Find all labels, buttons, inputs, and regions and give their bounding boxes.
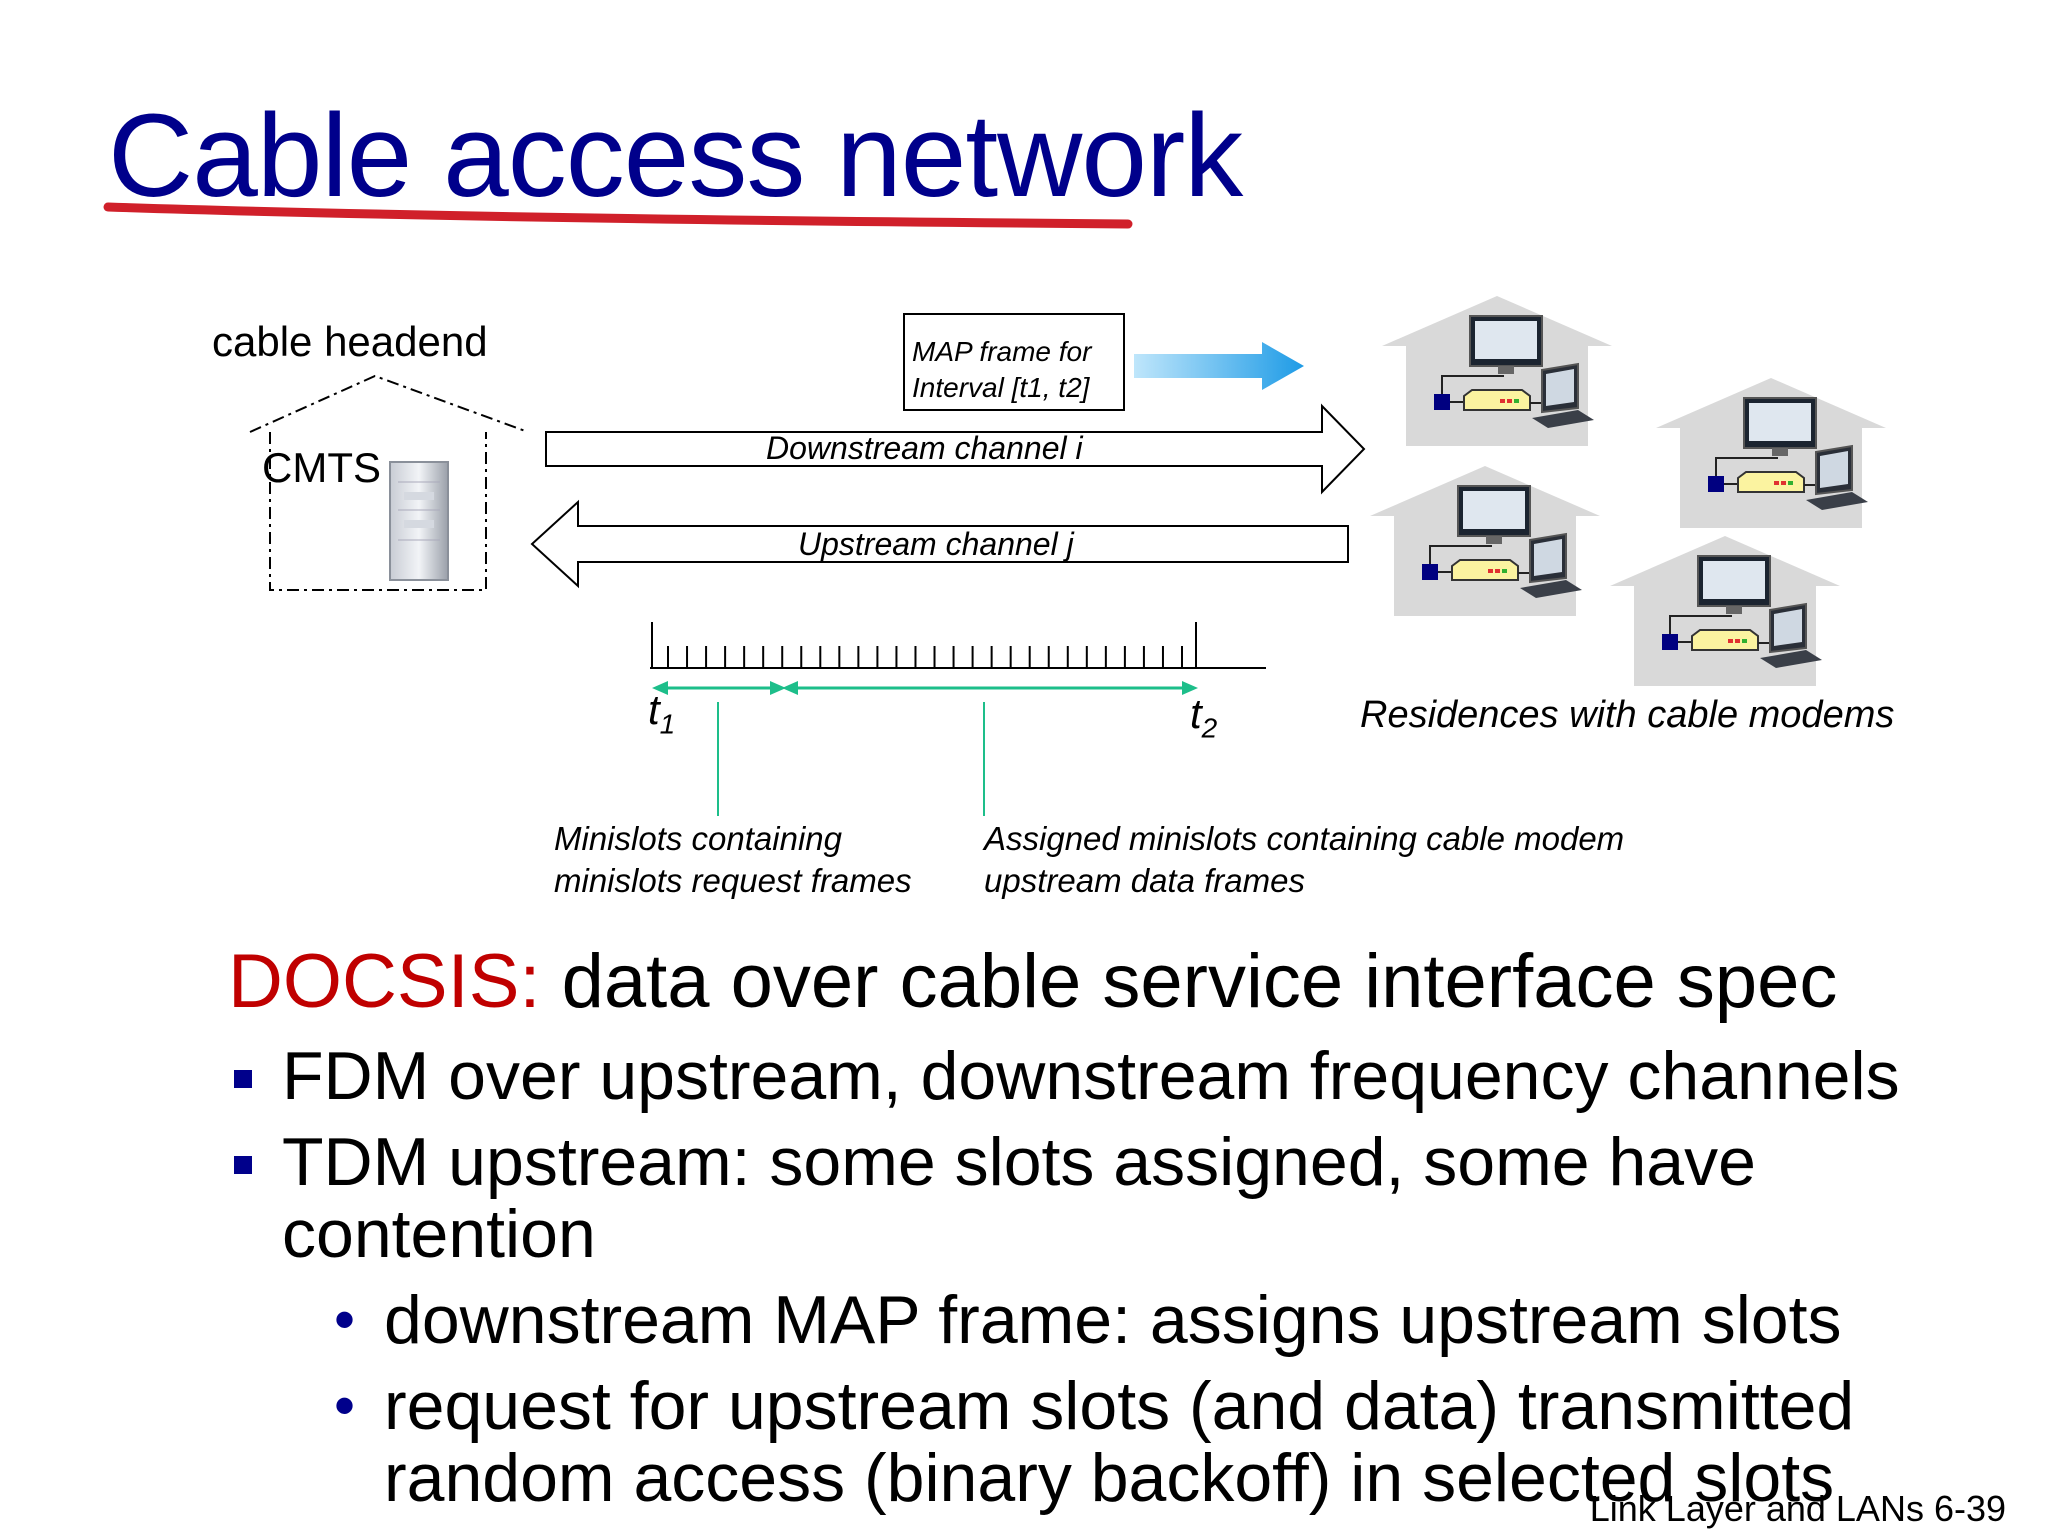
t1-label: t1 (648, 686, 676, 740)
t2-label: t2 (1190, 690, 1218, 744)
downstream-arrow (545, 403, 1366, 495)
upstream-arrow (530, 499, 1349, 589)
upstream-label: Upstream channel j (798, 526, 1074, 562)
minislots-request-line1: Minislots containing (554, 820, 842, 857)
bullet-fdm: FDM over upstream, downstream frequency … (234, 1040, 1900, 1112)
square-bullet-icon (234, 1070, 252, 1088)
sub-bullet-request: • request for upstream slots (and data) … (334, 1368, 1855, 1516)
minislots-request-line2: minislots request frames (554, 862, 912, 899)
assigned-minislots-line2: upstream data frames (984, 862, 1305, 899)
docsis-prefix: DOCSIS: (228, 939, 541, 1024)
docsis-heading: DOCSIS: data over cable service interfac… (228, 938, 1837, 1025)
sub-bullet-map-frame: • downstream MAP frame: assigns upstream… (334, 1282, 1842, 1358)
docsis-text: data over cable service interface spec (540, 939, 1838, 1024)
residences-label: Residences with cable modems (1360, 694, 1895, 736)
downstream-label: Downstream channel i (766, 430, 1083, 466)
headend-house (249, 374, 529, 591)
map-frame-line2: Interval [t1, t2] (912, 372, 1090, 403)
residence-house-icon (1369, 465, 1601, 617)
map-frame-line1: MAP frame for (912, 336, 1092, 367)
assigned-minislots-line1: Assigned minislots containing cable mode… (984, 820, 1625, 857)
title-underline (103, 202, 1133, 229)
residence-house-icon (1655, 377, 1887, 529)
interval-arrows (652, 681, 1198, 816)
slide-title: Cable access network (108, 90, 1243, 222)
minislot-timeline (650, 622, 1266, 669)
headend-label: cable headend (212, 318, 488, 365)
round-bullet-icon: • (334, 1372, 356, 1439)
round-bullet-icon: • (334, 1286, 356, 1353)
residence-house-icon (1381, 295, 1613, 447)
residence-house-icon (1609, 535, 1841, 687)
slide-footer: Link Layer and LANs 6-39 (1589, 1488, 2006, 1529)
cmts-label: CMTS (262, 444, 381, 491)
square-bullet-icon (234, 1156, 252, 1174)
map-frame-box (903, 313, 1125, 411)
bullet-tdm: TDM upstream: some slots assigned, some … (234, 1126, 1756, 1270)
cmts-cabinet-icon (389, 461, 449, 581)
map-frame-arrow-icon (1134, 342, 1304, 390)
